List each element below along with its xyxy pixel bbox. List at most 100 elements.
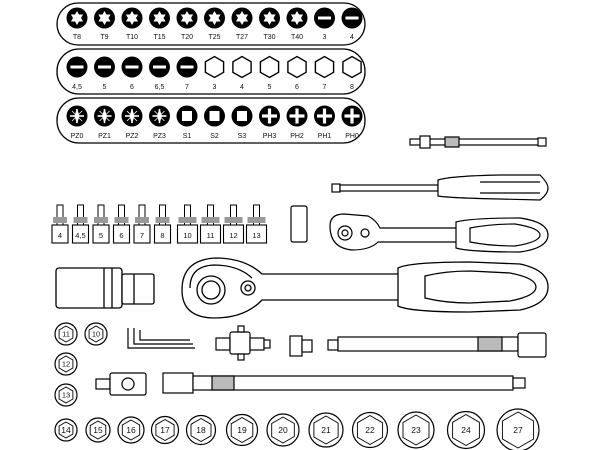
bit-label: T9 bbox=[100, 34, 108, 41]
socket bbox=[84, 322, 108, 346]
socket bbox=[185, 414, 217, 446]
socket-adapter bbox=[289, 335, 313, 357]
bit-label: 3 bbox=[323, 34, 327, 41]
socket-size-label: 4 bbox=[58, 231, 62, 240]
bit-label: T20 bbox=[181, 34, 193, 41]
bit-label: 3 bbox=[213, 84, 217, 91]
bit-label: T15 bbox=[153, 34, 165, 41]
socket-size-label: 12 bbox=[62, 360, 70, 369]
bit-hex bbox=[259, 55, 280, 79]
socket-size-label: 11 bbox=[62, 330, 70, 339]
socket-size-label: 16 bbox=[126, 425, 136, 435]
bit-label: T30 bbox=[263, 34, 275, 41]
bit-label: T25 bbox=[208, 34, 220, 41]
socket-size-label: 10 bbox=[183, 231, 191, 240]
bit-label: PZ3 bbox=[153, 133, 166, 140]
small-socket bbox=[222, 204, 245, 244]
socket-size-label: 12 bbox=[229, 231, 237, 240]
socket-size-label: 23 bbox=[411, 425, 421, 435]
bit-label: PH2 bbox=[290, 133, 304, 140]
socket-size-label: 21 bbox=[321, 425, 331, 435]
bit-torx bbox=[259, 7, 280, 29]
bit-hex bbox=[314, 55, 335, 79]
small-socket bbox=[112, 204, 131, 244]
small-socket bbox=[176, 204, 199, 244]
bit-hex bbox=[287, 55, 307, 79]
socket bbox=[308, 412, 344, 448]
socket bbox=[351, 411, 389, 449]
bit-label: T8 bbox=[73, 34, 81, 41]
small-socket bbox=[71, 204, 90, 244]
bit-torx bbox=[176, 7, 198, 29]
small-socket bbox=[199, 204, 222, 244]
bit-label: S3 bbox=[238, 133, 247, 140]
bit-cross bbox=[259, 105, 280, 127]
bit-label: PH0 bbox=[345, 133, 359, 140]
bit-label: 6,5 bbox=[155, 84, 165, 91]
bit-cross bbox=[94, 105, 115, 127]
bit-torx bbox=[149, 7, 170, 29]
small-socket bbox=[153, 204, 172, 244]
bit-label: 6 bbox=[130, 84, 134, 91]
bit-label: 5 bbox=[103, 84, 107, 91]
bit-label: 7 bbox=[323, 84, 327, 91]
socket-size-label: 18 bbox=[196, 425, 206, 435]
socket bbox=[54, 383, 78, 407]
bit-torx bbox=[66, 7, 88, 29]
bit-hex bbox=[232, 55, 252, 79]
socket bbox=[54, 322, 78, 346]
small-socket bbox=[245, 204, 268, 244]
small-socket bbox=[133, 204, 151, 244]
bit-label: PZ0 bbox=[71, 133, 84, 140]
small-socket bbox=[51, 204, 69, 244]
socket bbox=[54, 418, 78, 442]
bit-label: 5 bbox=[268, 84, 272, 91]
universal-joint bbox=[215, 325, 271, 361]
socket bbox=[446, 410, 486, 450]
bit-label: 6 bbox=[295, 84, 299, 91]
socket-size-label: 17 bbox=[160, 425, 170, 435]
bit-cross bbox=[204, 105, 225, 127]
socket-size-label: 4,5 bbox=[75, 231, 85, 240]
bit-label: T40 bbox=[291, 34, 303, 41]
bit-label: 4,5 bbox=[72, 84, 82, 91]
socket-size-label: 15 bbox=[93, 425, 103, 435]
bit-torx bbox=[121, 7, 143, 29]
socket-size-label: 5 bbox=[99, 231, 103, 240]
bit-hex bbox=[204, 55, 225, 79]
socket bbox=[496, 408, 540, 450]
bit-slotted bbox=[176, 56, 198, 78]
bit-label: T10 bbox=[126, 34, 138, 41]
short-extension-bar bbox=[409, 135, 547, 149]
small-ratchet bbox=[329, 213, 549, 253]
bit-torx bbox=[286, 7, 308, 29]
bit-label: 7 bbox=[185, 84, 189, 91]
bit-slotted bbox=[149, 56, 170, 78]
bit-slotted bbox=[121, 56, 143, 78]
bit-label: 4 bbox=[240, 84, 244, 91]
socket-size-label: 14 bbox=[61, 425, 71, 435]
bit-label: T27 bbox=[236, 34, 248, 41]
socket-size-label: 11 bbox=[207, 231, 215, 240]
socket-size-label: 24 bbox=[461, 425, 471, 435]
bit-slotted bbox=[66, 56, 88, 78]
bit-label: S1 bbox=[183, 133, 192, 140]
socket-size-label: 20 bbox=[278, 425, 288, 435]
socket-size-label: 27 bbox=[513, 425, 523, 435]
bit-label: PH3 bbox=[263, 133, 277, 140]
bit-cross bbox=[176, 105, 198, 127]
socket bbox=[85, 417, 111, 443]
bit-label: PZ2 bbox=[126, 133, 139, 140]
bit-torx bbox=[94, 7, 115, 29]
bit-cross bbox=[286, 105, 308, 127]
socket-size-label: 22 bbox=[365, 425, 375, 435]
bit-cross bbox=[121, 105, 143, 127]
socket bbox=[225, 413, 259, 447]
bit-cross bbox=[341, 105, 363, 127]
bit-torx bbox=[231, 7, 253, 29]
hex-keys bbox=[127, 328, 195, 349]
bit-cross bbox=[149, 105, 170, 127]
socket-size-label: 7 bbox=[140, 231, 144, 240]
